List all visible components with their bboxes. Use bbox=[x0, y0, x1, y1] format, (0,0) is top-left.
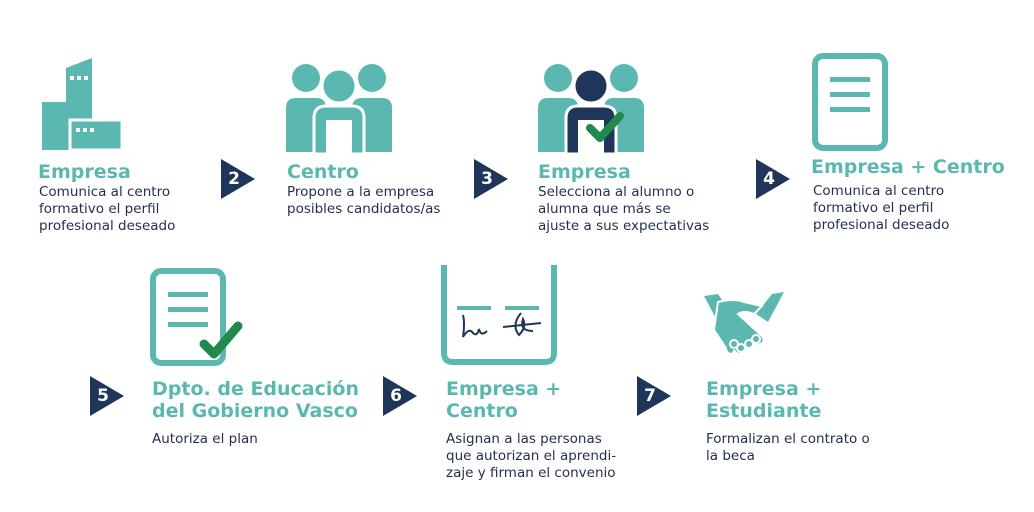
step-4-badge: 4 bbox=[756, 159, 790, 199]
step-5-description: Autoriza el plan bbox=[152, 431, 258, 447]
step-6-badge: 6 bbox=[383, 376, 417, 416]
document-check-icon bbox=[150, 268, 243, 366]
buildings-icon bbox=[42, 58, 124, 152]
step-7-title: Empresa +Estudiante bbox=[706, 378, 822, 422]
step-1-title: Empresa bbox=[38, 161, 131, 183]
step-2-title: Centro bbox=[287, 161, 359, 183]
step-3-title: Empresa bbox=[538, 161, 631, 183]
step-7-badge: 7 bbox=[637, 376, 671, 416]
signatures-icon bbox=[441, 265, 557, 365]
step-2-badge: 2 bbox=[221, 159, 255, 199]
handshake-icon bbox=[704, 292, 784, 356]
step-3-badge: 3 bbox=[474, 159, 508, 199]
group-icon bbox=[286, 64, 392, 156]
document-icon bbox=[812, 53, 888, 151]
step-4-title: Empresa + Centro bbox=[811, 156, 1005, 178]
step-6-title: Empresa +Centro bbox=[446, 378, 562, 422]
group-selected-icon bbox=[538, 64, 644, 156]
step-5-badge: 5 bbox=[90, 376, 124, 416]
